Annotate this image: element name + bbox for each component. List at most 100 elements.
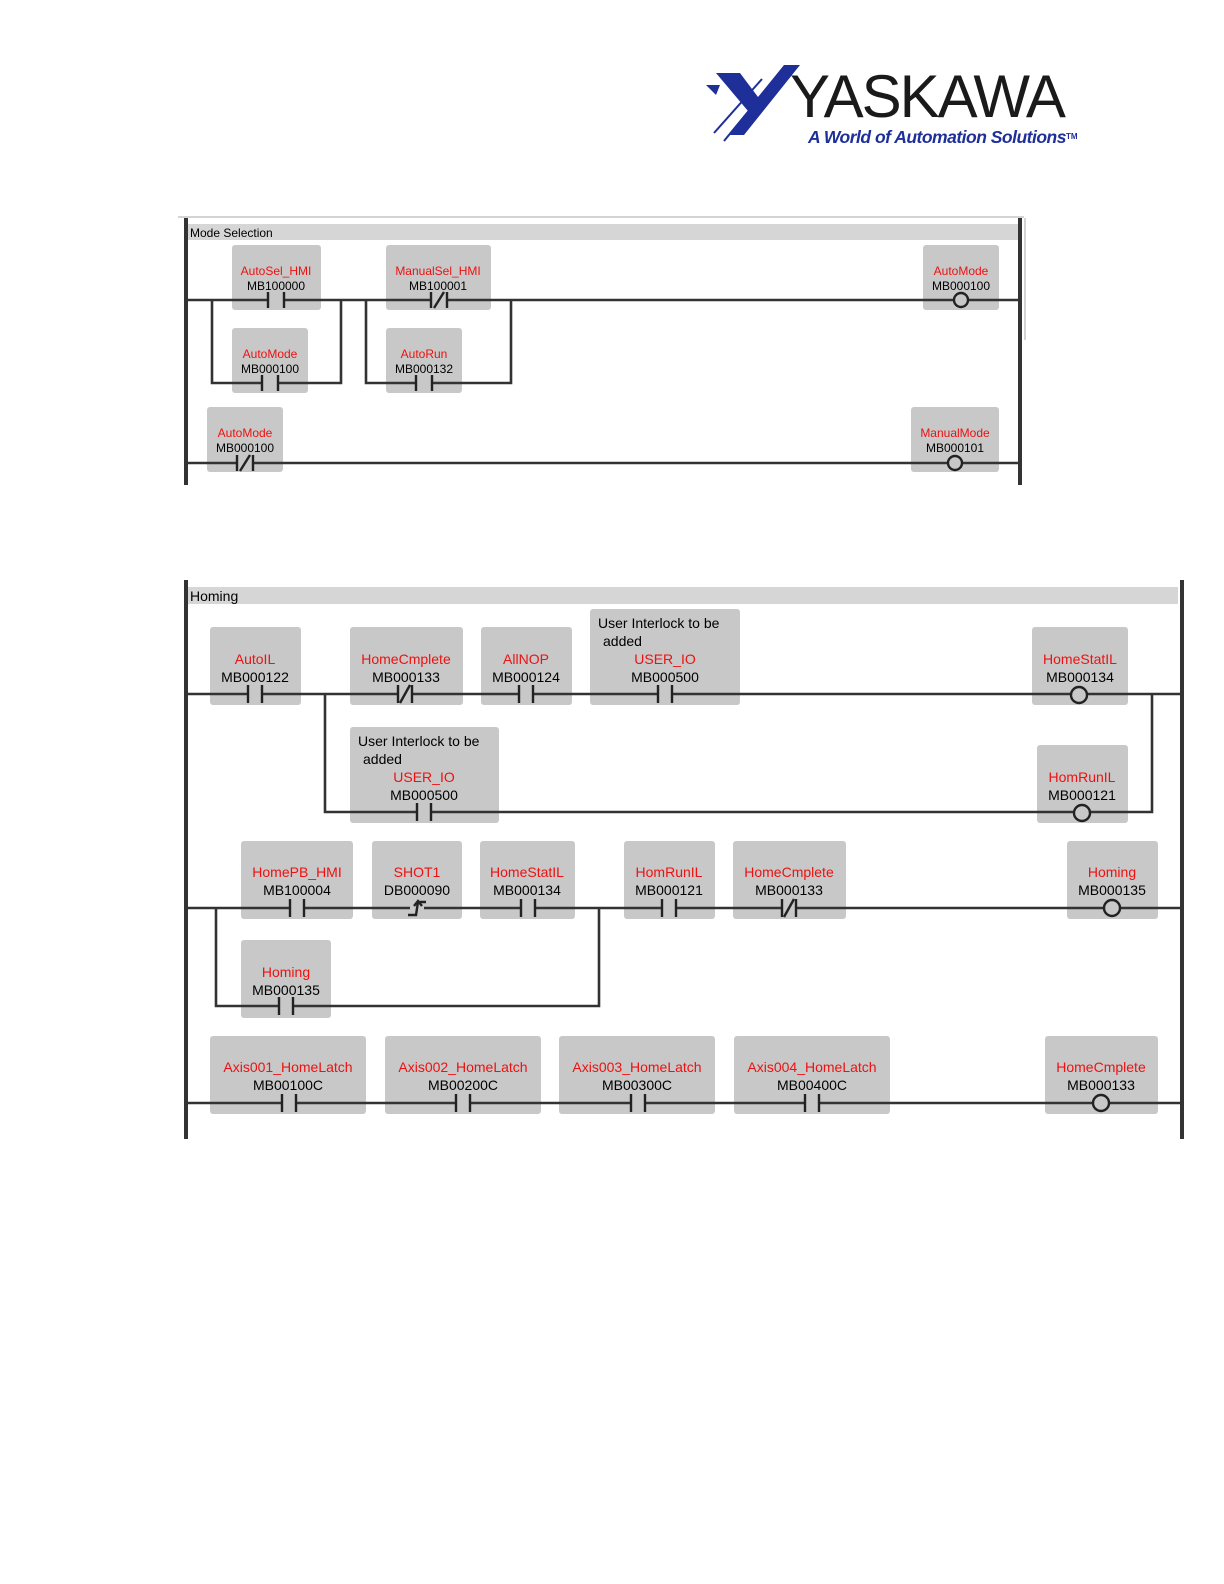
svg-text:MB000133: MB000133 (1067, 1077, 1135, 1093)
card-homestatil-contact[interactable]: HomeStatIL MB000134 (480, 841, 575, 919)
mode-selection-section: Mode Selection AutoSel_HMI MB100000 Manu… (178, 216, 1026, 485)
svg-text:HomeCmplete: HomeCmplete (361, 651, 451, 667)
svg-text:MB000132: MB000132 (395, 362, 453, 376)
yaskawa-logo: YASKAWA A World of Automation Solutions … (706, 63, 1078, 147)
svg-text:MB000133: MB000133 (372, 669, 440, 685)
svg-text:HomePB_HMI: HomePB_HMI (252, 864, 341, 880)
svg-text:User Interlock to be: User Interlock to be (598, 615, 720, 631)
no-contact-icon (414, 375, 434, 391)
card-user-io-2[interactable]: User Interlock to be added USER_IO MB000… (350, 727, 499, 823)
svg-text:added: added (603, 633, 642, 649)
svg-text:MB00200C: MB00200C (428, 1077, 498, 1093)
svg-text:AutoMode: AutoMode (243, 347, 298, 361)
svg-text:MB000121: MB000121 (635, 882, 703, 898)
svg-text:USER_IO: USER_IO (393, 769, 455, 785)
svg-text:MB00100C: MB00100C (253, 1077, 323, 1093)
svg-text:AutoMode: AutoMode (218, 426, 273, 440)
card-user-io-1[interactable]: User Interlock to be added USER_IO MB000… (590, 609, 740, 705)
coil-icon (946, 454, 964, 472)
svg-text:MB000133: MB000133 (755, 882, 823, 898)
card-homestatil-coil[interactable]: HomeStatIL MB000134 (1032, 627, 1128, 705)
no-contact-icon (517, 685, 535, 703)
svg-text:HomRunIL: HomRunIL (1049, 769, 1116, 785)
no-contact-icon (656, 685, 674, 703)
svg-text:MB00400C: MB00400C (777, 1077, 847, 1093)
card-automode-nc[interactable]: AutoMode MB000100 (207, 407, 283, 472)
svg-text:MB000122: MB000122 (221, 669, 289, 685)
svg-text:SHOT1: SHOT1 (394, 864, 441, 880)
coil-icon (1069, 685, 1089, 705)
svg-text:User Interlock to be: User Interlock to be (358, 733, 480, 749)
svg-text:MB000500: MB000500 (390, 787, 458, 803)
svg-text:MB000134: MB000134 (1046, 669, 1114, 685)
homing-rung-a-wires (186, 692, 1182, 814)
coil-icon (952, 291, 970, 309)
svg-text:MB000100: MB000100 (241, 362, 299, 376)
svg-text:HomeStatIL: HomeStatIL (1043, 651, 1117, 667)
card-homecmplete-nc2[interactable]: HomeCmplete MB000133 (733, 841, 846, 919)
no-contact-icon (277, 997, 295, 1015)
card-autosel-hmi[interactable]: AutoSel_HMI MB100000 (232, 245, 321, 310)
card-homepb-hmi[interactable]: HomePB_HMI MB100004 (241, 841, 353, 919)
svg-text:Axis002_HomeLatch: Axis002_HomeLatch (398, 1059, 527, 1075)
card-axis002[interactable]: Axis002_HomeLatch MB00200C (385, 1036, 541, 1114)
svg-text:HomeCmplete: HomeCmplete (744, 864, 834, 880)
svg-text:MB00300C: MB00300C (602, 1077, 672, 1093)
card-homing-coil[interactable]: Homing MB000135 (1067, 841, 1158, 919)
card-homecmplete-nc[interactable]: HomeCmplete MB000133 (350, 627, 463, 705)
card-allnop[interactable]: AllNOP MB000124 (481, 627, 572, 705)
svg-text:MB000100: MB000100 (932, 279, 990, 293)
svg-text:HomeCmplete: HomeCmplete (1056, 1059, 1146, 1075)
card-automode-seal[interactable]: AutoMode MB000100 (232, 328, 308, 393)
svg-text:USER_IO: USER_IO (634, 651, 696, 667)
svg-text:MB000500: MB000500 (631, 669, 699, 685)
card-homing-seal[interactable]: Homing MB000135 (241, 940, 331, 1018)
card-homrunil-contact[interactable]: HomRunIL MB000121 (624, 841, 715, 919)
coil-icon (1102, 898, 1122, 918)
no-contact-icon (288, 899, 306, 917)
card-axis001[interactable]: Axis001_HomeLatch MB00100C (210, 1036, 366, 1114)
rising-edge-icon (408, 899, 426, 917)
svg-text:MB100004: MB100004 (263, 882, 331, 898)
nc-contact-icon (235, 454, 255, 472)
svg-text:MB000135: MB000135 (1078, 882, 1146, 898)
svg-text:AutoIL: AutoIL (235, 651, 276, 667)
coil-icon (1091, 1093, 1111, 1113)
svg-text:AllNOP: AllNOP (503, 651, 549, 667)
svg-text:MB000121: MB000121 (1048, 787, 1116, 803)
logo-brand: YASKAWA (790, 63, 1066, 130)
svg-text:Axis001_HomeLatch: Axis001_HomeLatch (223, 1059, 352, 1075)
svg-text:AutoMode: AutoMode (934, 264, 989, 278)
card-axis004[interactable]: Axis004_HomeLatch MB00400C (734, 1036, 890, 1114)
card-autorun[interactable]: AutoRun MB000132 (386, 328, 462, 393)
mode-selection-title: Mode Selection (190, 226, 273, 240)
nc-contact-icon (396, 684, 414, 704)
no-contact-icon (280, 1094, 298, 1112)
coil-icon (1072, 803, 1092, 823)
svg-text:HomRunIL: HomRunIL (636, 864, 703, 880)
card-manualsel-hmi[interactable]: ManualSel_HMI MB100001 (386, 245, 491, 310)
card-autoil[interactable]: AutoIL MB000122 (210, 627, 301, 705)
card-axis003[interactable]: Axis003_HomeLatch MB00300C (559, 1036, 715, 1114)
homing-rung-b-wires (186, 906, 1182, 1008)
svg-text:MB000124: MB000124 (492, 669, 560, 685)
homing-section: Homing AutoIL MB000122 HomeCmplete MB000… (184, 580, 1184, 1139)
svg-text:MB100000: MB100000 (247, 279, 305, 293)
card-homrunil-coil[interactable]: HomRunIL MB000121 (1037, 745, 1128, 823)
svg-text:HomeStatIL: HomeStatIL (490, 864, 564, 880)
svg-text:added: added (363, 751, 402, 767)
svg-text:MB100001: MB100001 (409, 279, 467, 293)
card-automode-coil[interactable]: AutoMode MB000100 (923, 245, 999, 310)
svg-text:MB000135: MB000135 (252, 982, 320, 998)
svg-text:Axis003_HomeLatch: Axis003_HomeLatch (572, 1059, 701, 1075)
card-shot1[interactable]: SHOT1 DB000090 (372, 841, 462, 919)
no-contact-icon (519, 899, 537, 917)
card-homecmplete-coil[interactable]: HomeCmplete MB000133 (1045, 1036, 1158, 1114)
svg-text:Homing: Homing (1088, 864, 1136, 880)
no-contact-icon (803, 1094, 821, 1112)
svg-text:DB000090: DB000090 (384, 882, 450, 898)
card-manualmode-coil[interactable]: ManualMode MB000101 (911, 407, 999, 472)
svg-text:AutoRun: AutoRun (401, 347, 448, 361)
no-contact-icon (260, 375, 280, 391)
